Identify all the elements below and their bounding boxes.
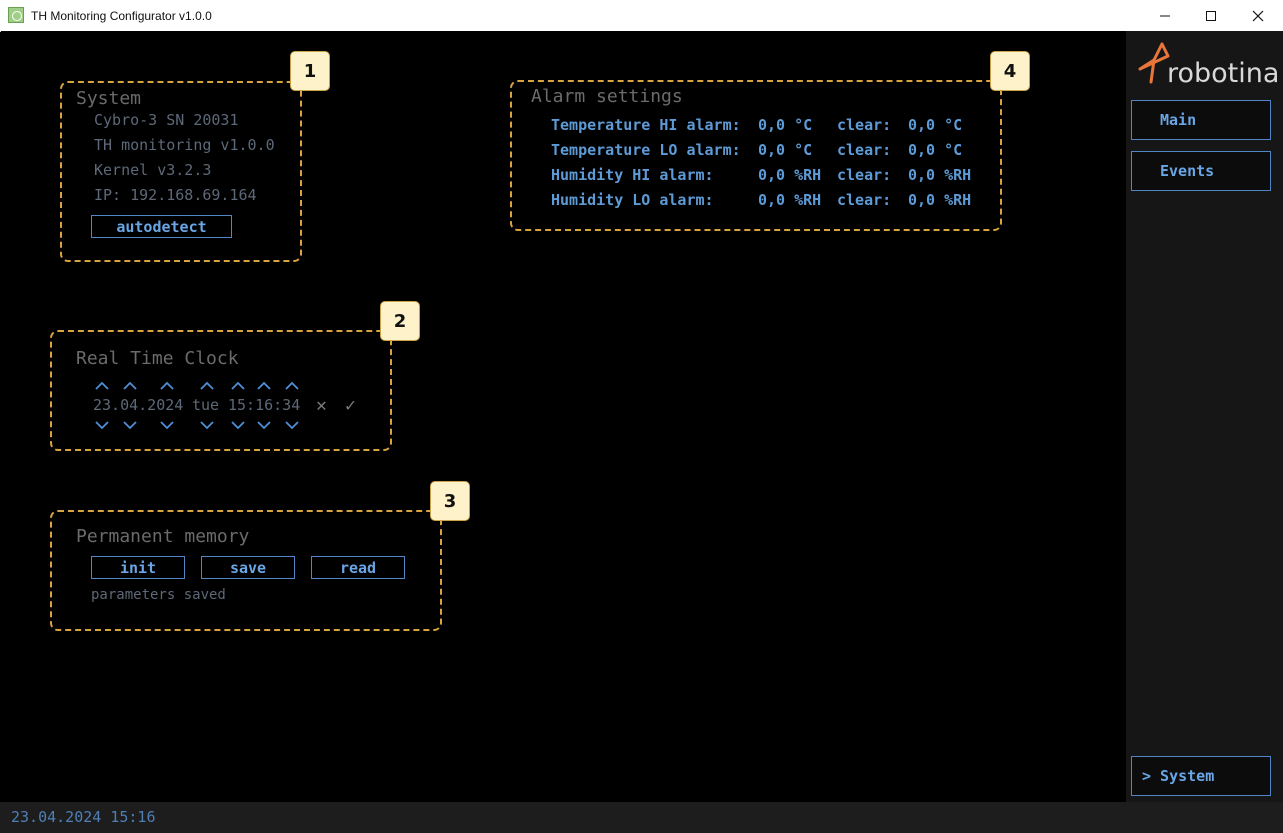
rtc-day-tens-down-button[interactable] [94, 419, 110, 431]
system-panel-title: System [76, 88, 142, 109]
ip-address: IP: 192.168.69.164 [94, 186, 257, 204]
rtc-minutes-up-button[interactable] [256, 380, 272, 392]
maximize-button[interactable] [1188, 0, 1234, 31]
rtc-panel-title: Real Time Clock [76, 348, 239, 369]
rtc-month-down-button[interactable] [159, 419, 175, 431]
nav-main-button[interactable]: Main [1131, 100, 1271, 140]
chevron-up-icon [95, 381, 109, 390]
robotina-logo: robotina [1138, 42, 1279, 89]
alarm-clear-label: clear: [837, 166, 892, 184]
rtc-year-down-button[interactable] [199, 419, 215, 431]
alarm-clear-label: clear: [837, 191, 892, 209]
rtc-confirm-button[interactable]: ✓ [345, 395, 356, 416]
alarm-label: Humidity LO alarm: [551, 191, 714, 209]
alarm-panel-title: Alarm settings [531, 86, 683, 107]
kernel-version: Kernel v3.2.3 [94, 161, 212, 179]
memory-panel-title: Permanent memory [76, 526, 250, 547]
sidebar: robotina Main Events > System [1126, 31, 1283, 802]
rtc-day-ones-up-button[interactable] [122, 380, 138, 392]
memory-panel [50, 510, 442, 631]
window-title: TH Monitoring Configurator v1.0.0 [31, 9, 212, 23]
panel-badge-3: 3 [430, 481, 470, 521]
alarm-value[interactable]: 0,0 %RH [758, 191, 822, 209]
init-button[interactable]: init [91, 556, 185, 579]
minimize-button[interactable] [1142, 0, 1188, 31]
rtc-seconds-down-button[interactable] [284, 419, 300, 431]
alarm-clear-value[interactable]: 0,0 %RH [908, 166, 972, 184]
alarm-list: Temperature HI alarm: 0,0 °C clear: 0,0 °C T… [551, 116, 991, 221]
close-button[interactable] [1235, 0, 1281, 31]
save-button[interactable]: save [201, 556, 295, 579]
rtc-minutes-down-button[interactable] [256, 419, 272, 431]
status-datetime: 23.04.2024 15:16 [11, 808, 156, 826]
chevron-down-icon [257, 421, 271, 430]
chevron-down-icon [200, 421, 214, 430]
rtc-weekday: tue [192, 396, 220, 414]
rtc-month-up-button[interactable] [159, 380, 175, 392]
alarm-label: Humidity HI alarm: [551, 166, 714, 184]
alarm-value[interactable]: 0,0 °C [758, 116, 813, 134]
maximize-icon [1206, 10, 1216, 21]
panel-badge-4: 4 [990, 51, 1030, 91]
chevron-down-icon [95, 421, 109, 430]
chevron-down-icon [285, 421, 299, 430]
alarm-clear-label: clear: [837, 141, 892, 159]
rtc-hours-down-button[interactable] [230, 419, 246, 431]
alarm-clear-value[interactable]: 0,0 °C [908, 116, 963, 134]
statusbar: 23.04.2024 15:16 [0, 802, 1283, 833]
app-icon [8, 7, 24, 23]
app-version: TH monitoring v1.0.0 [94, 136, 275, 154]
main-workspace: 1 System Cybro-3 SN 20031 TH monitoring … [1, 31, 1126, 802]
device-serial: Cybro-3 SN 20031 [94, 111, 239, 129]
rtc-date: 23.04.2024 [93, 396, 184, 414]
system-panel [60, 81, 302, 262]
chevron-up-icon [160, 381, 174, 390]
alarm-panel [510, 80, 1002, 231]
alarm-value[interactable]: 0,0 °C [758, 141, 813, 159]
rtc-hours-up-button[interactable] [230, 380, 246, 392]
chevron-up-icon [123, 381, 137, 390]
read-button[interactable]: read [311, 556, 405, 579]
rtc-time: 15:16:34 [228, 396, 301, 414]
alarm-label: Temperature HI alarm: [551, 116, 741, 134]
window-titlebar: TH Monitoring Configurator v1.0.0 [0, 0, 1283, 32]
chevron-down-icon [231, 421, 245, 430]
rtc-day-tens-up-button[interactable] [94, 380, 110, 392]
chevron-down-icon [123, 421, 137, 430]
rtc-year-up-button[interactable] [199, 380, 215, 392]
alarm-clear-value[interactable]: 0,0 %RH [908, 191, 972, 209]
chevron-up-icon [285, 381, 299, 390]
panel-badge-1: 1 [290, 51, 330, 91]
alarm-label: Temperature LO alarm: [551, 141, 741, 159]
close-icon [1252, 10, 1264, 21]
rtc-cancel-button[interactable]: ✕ [316, 395, 327, 416]
chevron-up-icon [200, 381, 214, 390]
alarm-value[interactable]: 0,0 %RH [758, 166, 822, 184]
alarm-clear-label: clear: [837, 116, 892, 134]
alarm-clear-value[interactable]: 0,0 °C [908, 141, 963, 159]
chevron-down-icon [160, 421, 174, 430]
logo-text: robotina [1167, 58, 1279, 89]
nav-system-button[interactable]: > System [1131, 756, 1271, 796]
nav-events-button[interactable]: Events [1131, 151, 1271, 191]
minimize-icon [1160, 15, 1170, 16]
chevron-up-icon [257, 381, 271, 390]
rtc-panel [50, 330, 392, 451]
panel-badge-2: 2 [380, 301, 420, 341]
memory-status: parameters saved [91, 587, 226, 603]
chevron-up-icon [231, 381, 245, 390]
rtc-seconds-up-button[interactable] [284, 380, 300, 392]
rtc-day-ones-down-button[interactable] [122, 419, 138, 431]
autodetect-button[interactable]: autodetect [91, 215, 232, 238]
